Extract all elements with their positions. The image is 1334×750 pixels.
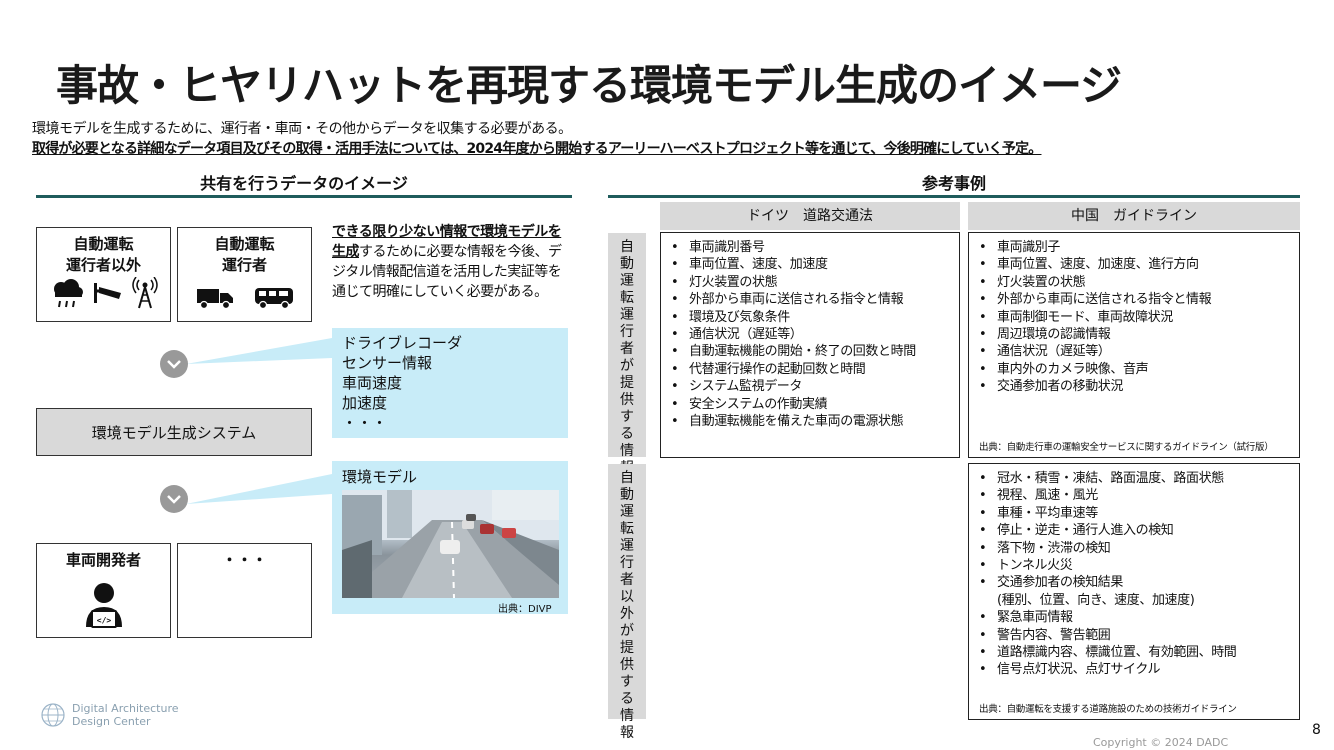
list-item: 落下物・渋滞の検知 [979,540,1299,558]
right-section-heading: 参考事例 [921,174,986,193]
actor-label: 車両開発者 [65,551,141,569]
list-item: 冠水・積雪・凍結、路面温度、路面状態 [979,470,1299,488]
callout-pointer [186,338,332,364]
list-item: 車両制御モード、車両故障状況 [979,309,1299,327]
source-note: 出典：自動運転を支援する道路施設のための技術ガイドライン [979,704,1237,715]
right-section-divider [608,195,1300,198]
list-item: 車種・平均車速等 [979,505,1299,523]
list-item: 車内外のカメラ映像、音声 [979,361,1299,379]
page-number: 8 [1312,722,1321,738]
chevron-down-icon [160,350,188,378]
rain-cloud-icon [53,279,83,308]
data-item: センサー情報 [342,354,433,372]
list-item: 交通参加者の検知結果 [979,574,1299,592]
list-item: 自動運転機能を備えた車両の電源状態 [671,413,959,431]
list-item: 車両識別番号 [671,239,959,257]
antenna-tower-icon [131,277,158,309]
list-item: 自動運転機能の開始・終了の回数と時間 [671,343,959,361]
list-item: 周辺環境の認識情報 [979,326,1299,344]
list-item: 通信状況（遅延等） [979,343,1299,361]
subtitle-text: 環境モデルを生成するために、運行者・車両・その他からデータを収集する必要がある。 [32,121,572,137]
photo-source: 出典：DIVP [498,604,552,615]
requirement-rest: するために必要な情報を今後、デジタル情報配信道を活用した実証等を通じて明確にして… [332,244,562,300]
list-item: システム監視データ [671,378,959,396]
data-item: ・・・ [342,414,388,432]
china-operator-list-box: 車両識別子 車両位置、速度、加速度、進行方向 灯火装置の状態 外部から車両に送信… [968,232,1300,458]
list-item: 車両位置、速度、加速度、進行方向 [979,256,1299,274]
list-item: 環境及び気象条件 [671,309,959,327]
environment-model-image [342,490,559,598]
actor-vehicle-developer: 車両開発者 </> [36,543,171,638]
left-section-divider [36,195,572,198]
actor-label: 自動運転 運行者以外 [65,235,141,274]
developer-icon: </> [85,583,122,628]
actor-other: ・・・ [177,543,312,638]
dadc-logo: Digital Architecture Design Center [40,702,179,728]
list-item: 灯火装置の状態 [979,274,1299,292]
china-column-header: 中国 ガイドライン [968,202,1300,230]
logo-line: Digital Architecture [72,702,179,715]
list-item-continuation: (種別、位置、向き、速度、加速度) [997,592,1195,608]
list-item: 警告内容、警告範囲 [979,627,1299,645]
globe-logo-icon [41,703,65,727]
list-item: 停止・逆走・通行人進入の検知 [979,522,1299,540]
list-item: 灯火装置の状態 [671,274,959,292]
list-item: 外部から車両に送信される指令と情報 [979,291,1299,309]
list-item: 道路標識内容、標識位置、有効範囲、時間 [979,644,1299,662]
list-item: 通信状況（遅延等） [671,326,959,344]
list-item: 車両識別子 [979,239,1299,257]
environment-model-label: 環境モデル [342,468,418,486]
callout-pointer [186,474,332,504]
list-item: トンネル火災 [979,557,1299,575]
data-items-callout [332,328,568,438]
bus-icon [254,288,293,309]
requirement-emphasis: できる限り少ない情報で環境モデルを生成 [332,224,562,260]
list-item: 代替運行操作の起動回数と時間 [671,361,959,379]
list-item: 車両位置、速度、加速度 [671,256,959,274]
operator-info-label: 自動運転運行者が提供する情報 [608,233,646,476]
list-item: 視程、風速・風光 [979,487,1299,505]
list-item: 交通参加者の移動状況 [979,378,1299,396]
data-items-list: ドライブレコーダ センサー情報 車両速度 加速度 ・・・ [342,333,462,433]
actor-label: ・・・ [221,551,267,569]
list-item: 外部から車両に送信される指令と情報 [671,291,959,309]
left-section-heading: 共有を行うデータのイメージ [200,174,408,193]
list-item: 信号点灯状況、点灯サイクル [979,661,1299,679]
germany-list-box: 車両識別番号 車両位置、速度、加速度 灯火装置の状態 外部から車両に送信される指… [660,232,960,458]
non-operator-info-label: 自動運転運行者以外が提供する情報 [608,464,646,741]
subtitle-emphasis: 取得が必要となる詳細なデータ項目及びその取得・活用手法については、2024年度か… [32,141,1042,157]
requirement-description: できる限り少ない情報で環境モデルを生成するために必要な情報を今後、デジタル情報配… [332,222,567,302]
chevron-down-icon [160,485,188,513]
data-item: 加速度 [342,394,388,412]
list-item: 緊急車両情報 [979,609,1299,627]
security-camera-icon [93,283,121,303]
page-title: 事故・ヒヤリハットを再現する環境モデル生成のイメージ [56,61,1122,110]
copyright: Copyright © 2024 DADC [1093,736,1229,749]
actor-label: 自動運転 運行者 [214,235,275,274]
actor-operator: 自動運転 運行者 [177,227,312,322]
data-item: ドライブレコーダ [342,334,463,352]
environment-model-system: 環境モデル生成システム [36,408,312,456]
svg-text:</>: </> [96,616,111,625]
actor-non-operator: 自動運転 運行者以外 [36,227,171,322]
truck-icon [196,289,233,309]
germany-column-header: ドイツ 道路交通法 [660,202,960,230]
data-item: 車両速度 [342,374,403,392]
logo-line: Design Center [72,715,151,728]
china-non-operator-list-box: 冠水・積雪・凍結、路面温度、路面状態 視程、風速・風光 車種・平均車速等 停止・… [968,463,1300,720]
source-note: 出典：自動走行車の運輸安全サービスに関するガイドライン（試行版） [979,442,1274,453]
list-item: 安全システムの作動実績 [671,396,959,414]
